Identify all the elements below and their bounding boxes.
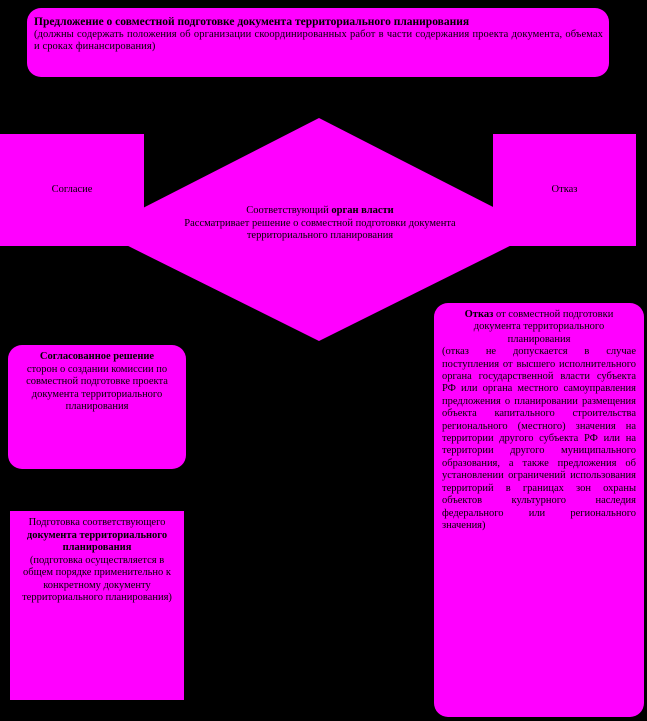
refusal-label: Отказ — [551, 183, 578, 195]
proposal-box: Предложение о совместной подготовке доку… — [27, 8, 609, 77]
refusal-detail-heading: Отказ от совместной подготовки документа… — [442, 309, 636, 346]
proposal-title: Предложение о совместной подготовке доку… — [34, 16, 470, 28]
decision-description: Рассматривает решение о совместной подго… — [184, 217, 456, 242]
preparation-box: Подготовка соответствующего документа те… — [10, 511, 184, 700]
proposal-detail: (должны содержать положения об организац… — [34, 29, 603, 52]
consent-box: Согласие — [0, 134, 144, 246]
preparation-prefix: Подготовка соответствующего — [28, 517, 166, 528]
decision-authority-prefix: Соответствующий — [246, 205, 332, 216]
agreed-body: сторон о создании комиссии по совместной… — [26, 363, 168, 413]
refusal-detail-title: Отказ — [464, 309, 494, 320]
refusal-detail-title-rest: от совместной подготовки документа терри… — [473, 309, 614, 345]
agreed-decision-box: Согласованное решение сторон о создании … — [8, 345, 186, 469]
decision-authority-line: Соответствующий орган власти — [150, 205, 490, 218]
preparation-body: (подготовка осуществляется в общем поряд… — [22, 554, 172, 604]
agreed-title: Согласованное решение — [39, 351, 155, 362]
decision-authority-bold: орган власти — [331, 205, 394, 216]
consent-label: Согласие — [51, 183, 93, 195]
refusal-detail-box: Отказ от совместной подготовки документа… — [434, 303, 644, 717]
decision-text: Соответствующий орган власти Рассматрива… — [150, 205, 490, 243]
refusal-box: Отказ — [493, 134, 636, 246]
preparation-title: документа территориального планирования — [26, 529, 168, 554]
refusal-detail-body: (отказ не допускается в случае поступлен… — [442, 346, 636, 531]
